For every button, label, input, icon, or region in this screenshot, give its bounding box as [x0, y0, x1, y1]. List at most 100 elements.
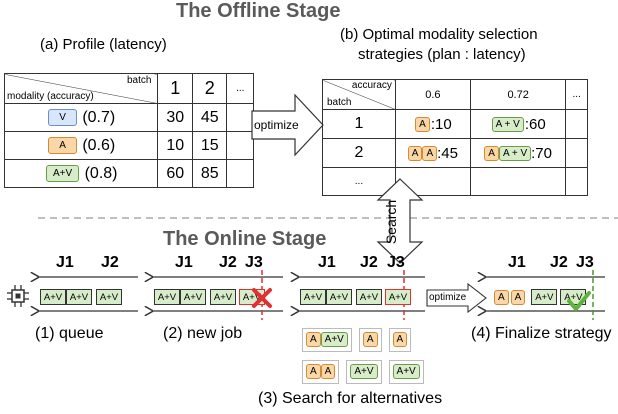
strategies-header-cell: accuracy batch [322, 79, 396, 110]
plan-latency: :70 [531, 144, 552, 162]
strategies-caption-line2: strategies (plan : latency) [358, 46, 526, 63]
alt-chip: A [392, 332, 408, 348]
strategies-header-accuracy: accuracy [351, 80, 392, 91]
plan-chip: A + V [498, 146, 532, 162]
job-label-j2: J2 [101, 254, 119, 271]
batch-cell: 2 [322, 138, 396, 168]
alternative-option: A+V [346, 360, 382, 384]
strategies-header-batch: batch [327, 97, 352, 108]
modality-chip: A+V [45, 164, 80, 182]
job-label-j2: J2 [360, 254, 378, 271]
latency-cell: 10 [157, 131, 193, 160]
latency-cell: 30 [157, 103, 193, 132]
strategies-row: ... [322, 167, 588, 196]
job-label-j1: J1 [508, 254, 526, 271]
plan-latency: :45 [437, 144, 458, 162]
job-box: A+V [300, 289, 326, 305]
plan-latency: :60 [524, 115, 546, 133]
search-arrow [376, 178, 424, 264]
modality-chip: V [48, 108, 77, 126]
profile-row: A+V (0.8) 60 85 [3, 159, 254, 188]
stage-divider [38, 217, 618, 219]
plan-chip: A [484, 146, 499, 162]
strategies-col-header: ... [565, 79, 588, 110]
queue-panel-2: A+V A+V A+V A+V [154, 289, 265, 305]
caption-new-job: (2) new job [163, 325, 243, 342]
profile-col-header: ... [226, 73, 254, 104]
job-label-j1: J1 [175, 254, 193, 271]
online-stage-title: The Online Stage [163, 228, 327, 250]
job-box: A+V [66, 289, 92, 305]
job-label-j1: J1 [318, 254, 336, 271]
modality-chip: A [48, 136, 77, 154]
optimize-label-online: optimize [429, 292, 467, 303]
queue-panel-1: A+V A+V A+V [40, 289, 122, 305]
profile-row: V (0.7) 30 45 [3, 103, 254, 132]
job-label-j2: J2 [550, 254, 568, 271]
strategies-row: 1 A:10 A + V:60 [322, 109, 588, 139]
alt-chip: A+V [392, 364, 420, 380]
job-label-j3: J3 [387, 254, 405, 271]
job-box: A+V [154, 289, 180, 305]
batch-cell: 1 [322, 109, 396, 139]
alternative-option: A [388, 328, 412, 352]
job-box: A+V [96, 289, 122, 305]
reject-x-icon [252, 288, 272, 308]
job-label-j2: J2 [219, 254, 237, 271]
check-icon [567, 291, 591, 311]
job-label-j1: J1 [56, 254, 74, 271]
modality-accuracy: (0.6) [82, 136, 116, 154]
queue-timelines [0, 270, 605, 320]
job-box: A+V [180, 289, 206, 305]
job-box: A+V [356, 289, 382, 305]
profile-col-header: 2 [191, 73, 228, 104]
alt-chip: A [320, 364, 336, 380]
plan-chip: A [407, 146, 423, 162]
batch-cell: ... [322, 167, 396, 196]
strategies-caption-line1: (b) Optimal modality selection [340, 26, 538, 43]
plan-latency: :10 [430, 115, 452, 133]
profile-caption: (a) Profile (latency) [40, 36, 167, 53]
plan-chip: A [415, 117, 430, 133]
latency-cell: 85 [191, 159, 228, 188]
job-label-j3: J3 [576, 254, 594, 271]
queue-panel-3: A+V A+V A+V A+V [300, 289, 411, 305]
job-box: A+V [326, 289, 352, 305]
optimize-arrow-online [426, 283, 487, 313]
alt-chip: A+V [320, 332, 348, 348]
job-box: A+V [40, 289, 66, 305]
plan-chip: A + V [491, 117, 524, 133]
plan-chip: A [422, 146, 438, 162]
processor-chip-icon [7, 285, 29, 307]
caption-search-alternatives: (3) Search for alternatives [258, 390, 443, 407]
strategies-table: accuracy batch 0.6 0.72 ... 1 A:10 A + V… [322, 79, 588, 196]
profile-header-modality: modality (accuracy) [7, 91, 94, 102]
alt-chip: A [306, 332, 321, 348]
profile-header-batch: batch [126, 75, 152, 86]
queue-panel-4: A A A+V A+V [494, 289, 587, 305]
offline-stage-title: The Offline Stage [176, 0, 341, 22]
latency-cell: 60 [157, 159, 193, 188]
modality-accuracy: (0.7) [82, 108, 116, 126]
strategies-col-header: 0.72 [469, 79, 567, 110]
job-chip-a: A [494, 289, 509, 305]
optimize-label: optimize [254, 118, 299, 132]
job-label-j3: J3 [245, 254, 263, 271]
profile-row: A (0.6) 10 15 [3, 131, 254, 160]
profile-header-cell: batch modality (accuracy) [3, 73, 159, 104]
job-box: A+V [210, 289, 236, 305]
strategies-col-header: 0.6 [394, 79, 471, 110]
job-box: A+V [531, 289, 558, 305]
caption-queue: (1) queue [35, 325, 104, 342]
job-chip-a: A [510, 289, 526, 305]
alt-chip: A [306, 364, 321, 380]
profile-table: batch modality (accuracy) 1 2 ... V (0.7… [3, 73, 254, 188]
latency-cell: 45 [191, 103, 228, 132]
modality-accuracy: (0.8) [84, 164, 118, 182]
alt-chip: A+V [350, 364, 378, 380]
